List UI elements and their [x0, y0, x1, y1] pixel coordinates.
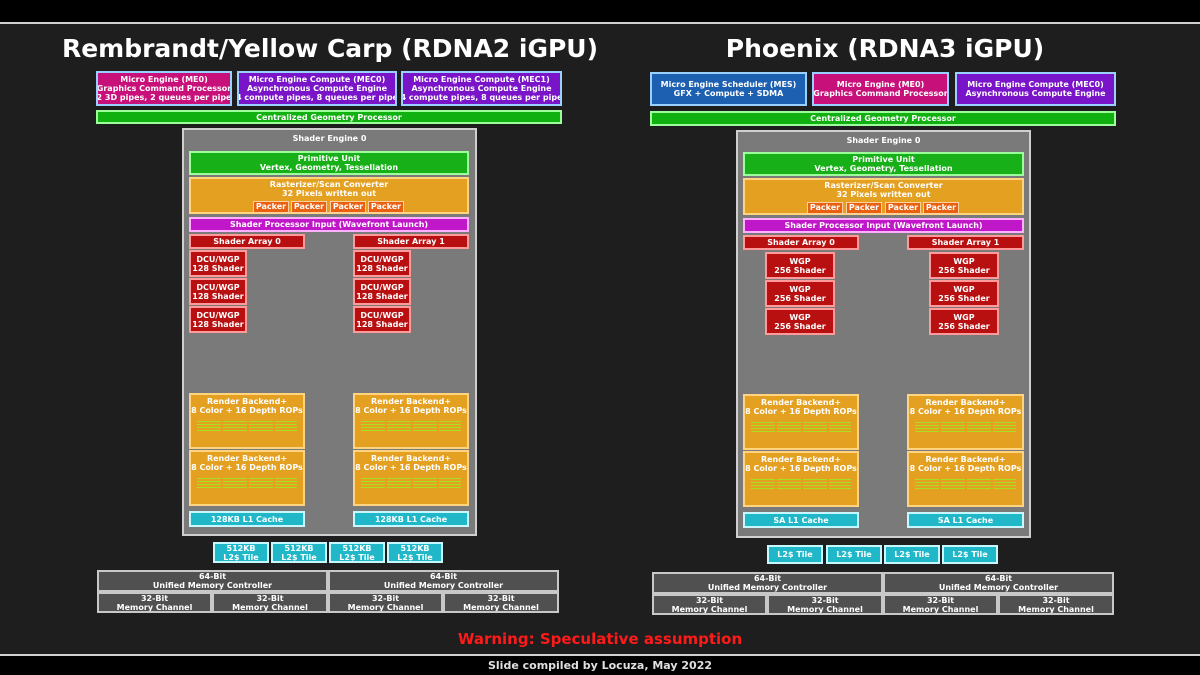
right-packer-3: Packer	[885, 202, 921, 214]
right-title: Phoenix (RDNA3 iGPU)	[725, 34, 1045, 63]
rop-grid	[197, 476, 297, 488]
right-sa0-render-backend-2: Render Backend+8 Color + 16 Depth ROPs	[743, 451, 859, 507]
left-sa0-l1-cache: 128KB L1 Cache	[189, 511, 305, 527]
right-shader-processor-input: Shader Processor Input (Wavefront Launch…	[743, 218, 1024, 233]
right-shader-array-1: Shader Array 1	[907, 235, 1024, 250]
right-sa0-render-backend-1: Render Backend+8 Color + 16 Depth ROPs	[743, 394, 859, 450]
rop-grid	[915, 420, 1016, 432]
left-sa1-l1-cache: 128KB L1 Cache	[353, 511, 469, 527]
left-shader-processor-input: Shader Processor Input (Wavefront Launch…	[189, 217, 469, 232]
rop-grid	[361, 476, 461, 488]
rop-grid	[751, 477, 851, 489]
right-l2-tile-1: L2$ Tile	[767, 545, 823, 564]
left-packer-4: Packer	[368, 201, 404, 213]
left-micro-engine-compute-mec0: Micro Engine Compute (MEC0)Asynchronous …	[237, 71, 397, 106]
right-micro-engine-compute-mec0: Micro Engine Compute (MEC0)Asynchronous …	[955, 72, 1116, 106]
left-packer-1: Packer	[253, 201, 289, 213]
right-l2-tile-3: L2$ Tile	[884, 545, 940, 564]
right-sa0-l1-cache: SA L1 Cache	[743, 512, 859, 528]
warning-text: Warning: Speculative assumption	[457, 630, 743, 648]
left-packer-2: Packer	[291, 201, 327, 213]
rop-grid	[361, 419, 461, 431]
left-shader-array-0: Shader Array 0	[189, 234, 305, 249]
right-shader-engine-label: Shader Engine 0	[846, 136, 921, 145]
left-title: Rembrandt/Yellow Carp (RDNA2 iGPU)	[61, 34, 599, 63]
right-l2-tile-4: L2$ Tile	[942, 545, 998, 564]
left-packer-3: Packer	[330, 201, 366, 213]
rop-grid	[197, 419, 297, 431]
right-sa1-l1-cache: SA L1 Cache	[907, 512, 1024, 528]
right-micro-engine-me0: Micro Engine (ME0)Graphics Command Proce…	[812, 72, 949, 106]
left-sa0-render-backend-2: Render Backend+8 Color + 16 Depth ROPs	[189, 450, 305, 506]
right-l2-tile-2: L2$ Tile	[826, 545, 882, 564]
left-micro-engine-compute-mec1: Micro Engine Compute (MEC1)Asynchronous …	[401, 71, 562, 106]
left-shader-array-1: Shader Array 1	[353, 234, 469, 249]
right-geometry-processor: Centralized Geometry Processor	[650, 111, 1116, 126]
rop-grid	[915, 477, 1016, 489]
right-packer-1: Packer	[807, 202, 843, 214]
left-sa1-render-backend-1: Render Backend+8 Color + 16 Depth ROPs	[353, 393, 469, 449]
right-shader-array-0: Shader Array 0	[743, 235, 859, 250]
right-sa1-render-backend-1: Render Backend+8 Color + 16 Depth ROPs	[907, 394, 1024, 450]
rop-grid	[751, 420, 851, 432]
footer-credit: Slide compiled by Locuza, May 2022	[487, 659, 713, 672]
right-packer-2: Packer	[846, 202, 882, 214]
left-geometry-processor: Centralized Geometry Processor	[96, 110, 562, 124]
right-sa1-render-backend-2: Render Backend+8 Color + 16 Depth ROPs	[907, 451, 1024, 507]
right-micro-engine-scheduler: Micro Engine Scheduler (MES)GFX + Comput…	[650, 72, 807, 106]
left-shader-engine-label: Shader Engine 0	[292, 134, 367, 143]
left-sa0-render-backend-1: Render Backend+8 Color + 16 Depth ROPs	[189, 393, 305, 449]
left-micro-engine-me0: Micro Engine (ME0)Graphics Command Proce…	[96, 71, 232, 106]
left-sa1-render-backend-2: Render Backend+8 Color + 16 Depth ROPs	[353, 450, 469, 506]
right-packer-4: Packer	[923, 202, 959, 214]
